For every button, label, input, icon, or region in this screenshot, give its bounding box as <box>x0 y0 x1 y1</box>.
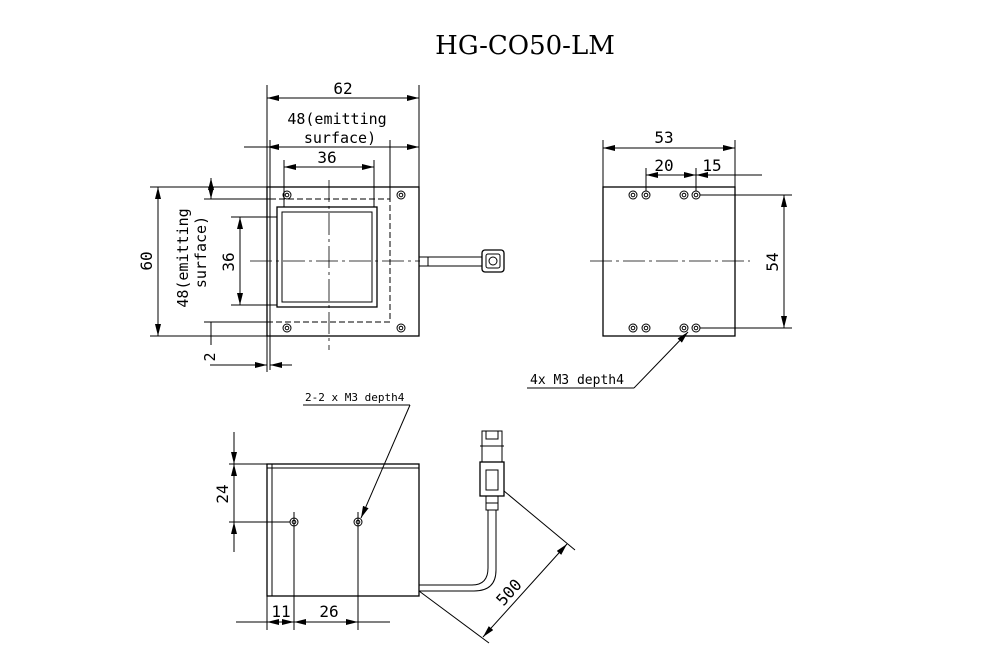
drawing-title: HG-CO50-LM <box>435 31 615 61</box>
bottom-view: 24 11 26 2-2 x M3 depth4 500 <box>213 391 576 644</box>
dim-front-width: 62 <box>333 79 352 98</box>
dim-front-inner-v: 36 <box>219 252 238 271</box>
dim-front-emit-h-line1: 48(emitting <box>287 110 386 128</box>
dim-front-height: 60 <box>137 251 156 270</box>
front-cable <box>419 249 505 273</box>
side-view: 53 20 15 54 4x M3 depth4 <box>527 128 792 389</box>
dim-front-emit-h-line2: surface) <box>304 129 376 147</box>
side-threaded-holes <box>628 190 701 333</box>
bottom-connector <box>479 461 505 497</box>
bottom-housing-outline <box>266 463 420 597</box>
dim-bottom-hole-height: 24 <box>213 484 232 503</box>
side-housing-outline <box>602 186 736 337</box>
front-connector <box>481 249 505 273</box>
side-thread-callout: 4x M3 depth4 <box>530 373 624 388</box>
dim-bottom-hole1-offset: 11 <box>271 602 290 621</box>
front-view: 62 48(emitting surface) 36 60 48(emittin… <box>137 79 505 372</box>
front-mounting-holes <box>282 190 406 333</box>
dim-side-height: 54 <box>763 252 782 271</box>
dim-bottom-hole-pitch: 26 <box>319 602 338 621</box>
dim-front-emit-v-line2: surface) <box>192 216 210 288</box>
inner-window-outer <box>276 206 378 308</box>
bottom-threaded-holes <box>289 517 363 527</box>
inner-window-inner <box>281 211 373 303</box>
dim-front-emit-v-line1: 48(emitting <box>174 208 192 307</box>
bottom-thread-callout: 2-2 x M3 depth4 <box>305 391 405 404</box>
dim-side-hole-pitch: 20 <box>654 156 673 175</box>
front-housing-outline <box>266 186 420 337</box>
dim-side-width: 53 <box>654 128 673 147</box>
dim-front-inner-h: 36 <box>317 148 336 167</box>
dim-front-margin: 2 <box>201 352 219 361</box>
dim-side-hole-offset: 15 <box>702 156 721 175</box>
dim-bottom-cable-length: 500 <box>492 575 525 609</box>
bottom-cable <box>419 430 505 592</box>
